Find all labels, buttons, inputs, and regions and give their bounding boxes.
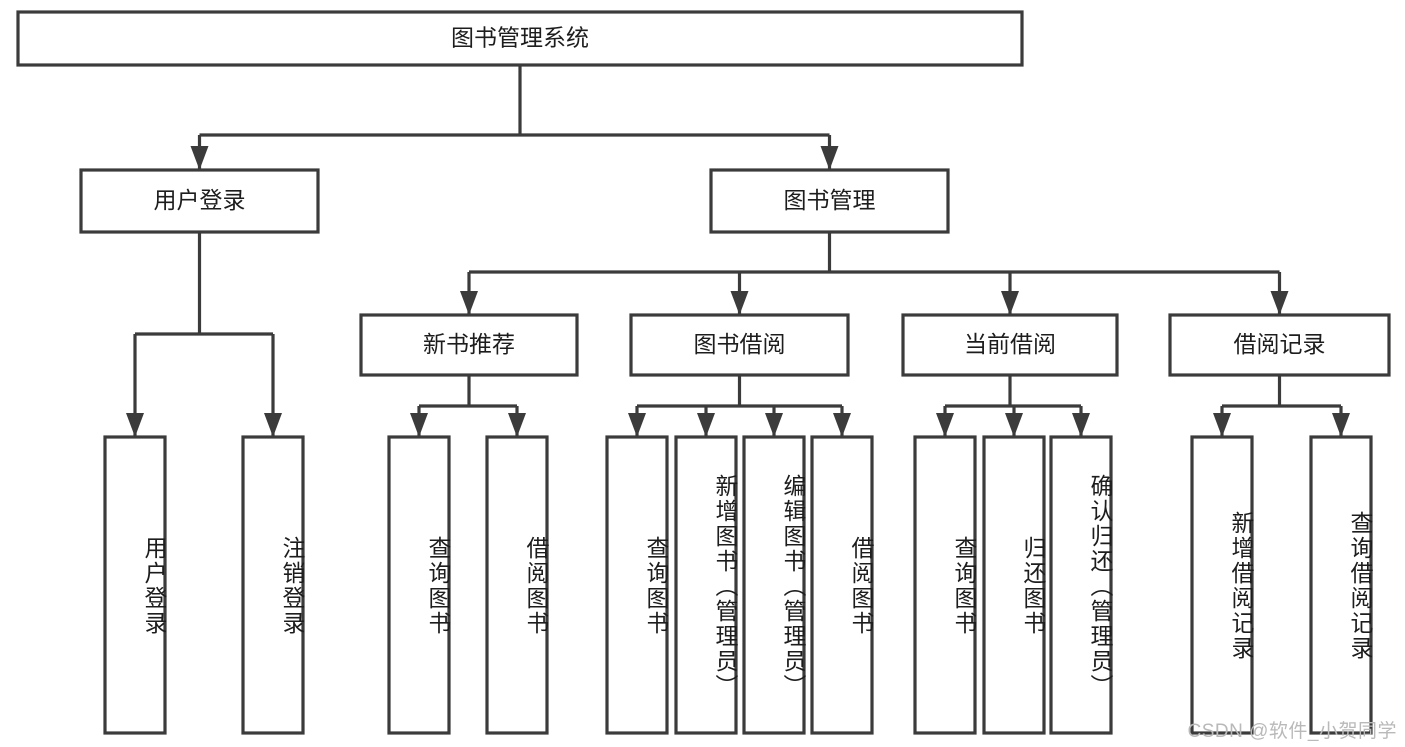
node-root-label: 图书管理系统: [451, 25, 589, 51]
node-leaf-query-book-current[interactable]: [913, 435, 977, 735]
node-leaf-borrow-book-recommend[interactable]: [485, 435, 549, 735]
connector-lines: [126, 65, 1350, 437]
node-book-borrow[interactable]: [629, 313, 850, 377]
node-root[interactable]: [16, 10, 1024, 67]
node-leaf-query-borrow-record[interactable]: [1309, 435, 1373, 735]
node-book-management[interactable]: [709, 168, 950, 234]
root-to-level2-arrow-1: [820, 146, 839, 170]
book-borrow-to-leaves-arrow-2: [765, 413, 783, 437]
node-user-login[interactable]: [79, 168, 320, 234]
node-book-management-label: 图书管理: [784, 187, 876, 213]
node-leaf-query-book-recommend[interactable]: [387, 435, 451, 735]
node-borrow-record[interactable]: [1168, 313, 1391, 377]
node-leaf-add-book-admin[interactable]: [674, 435, 738, 735]
node-leaf-confirm-return-admin[interactable]: [1049, 435, 1113, 735]
bookmgmt-to-level3-arrow-2: [1001, 291, 1019, 315]
book-borrow-to-leaves-arrow-3: [833, 413, 851, 437]
node-borrow-record-label: 借阅记录: [1234, 331, 1326, 357]
new-book-recommend-to-leaves-arrow-0: [410, 413, 428, 437]
node-boxes: [16, 10, 1391, 735]
current-borrow-to-leaves-arrow-1: [1005, 413, 1023, 437]
root-to-level2-arrow-0: [190, 146, 209, 170]
bookmgmt-to-level3-arrow-0: [460, 291, 478, 315]
node-current-borrow[interactable]: [901, 313, 1119, 377]
current-borrow-to-leaves-arrow-2: [1072, 413, 1090, 437]
csdn-watermark: CSDN @软件_小贺同学: [1187, 721, 1397, 742]
new-book-recommend-to-leaves-arrow-1: [508, 413, 526, 437]
bookmgmt-to-level3-arrow-1: [730, 291, 749, 315]
node-leaf-borrow-book[interactable]: [810, 435, 874, 735]
node-leaf-add-borrow-record[interactable]: [1190, 435, 1254, 735]
current-borrow-to-leaves-arrow-0: [936, 413, 954, 437]
book-borrow-to-leaves-arrow-1: [697, 413, 715, 437]
node-leaf-user-logout[interactable]: [241, 435, 305, 735]
node-leaf-edit-book-admin[interactable]: [742, 435, 806, 735]
bookmgmt-to-level3-arrow-3: [1270, 291, 1289, 315]
node-leaf-query-book-borrow[interactable]: [605, 435, 669, 735]
borrow-record-to-leaves-arrow-0: [1213, 413, 1231, 437]
user-login-to-leaves-arrow-1: [264, 413, 282, 437]
user-login-to-leaves-arrow-0: [126, 413, 144, 437]
borrow-record-to-leaves-arrow-1: [1332, 413, 1350, 437]
node-new-book-recommend[interactable]: [359, 313, 579, 377]
node-leaf-return-book[interactable]: [982, 435, 1046, 735]
node-new-book-recommend-label: 新书推荐: [423, 331, 515, 357]
book-borrow-to-leaves-arrow-0: [628, 413, 646, 437]
node-user-login-label: 用户登录: [154, 187, 246, 213]
node-leaf-user-login[interactable]: [103, 435, 167, 735]
node-current-borrow-label: 当前借阅: [964, 331, 1056, 357]
node-book-borrow-label: 图书借阅: [694, 331, 786, 357]
